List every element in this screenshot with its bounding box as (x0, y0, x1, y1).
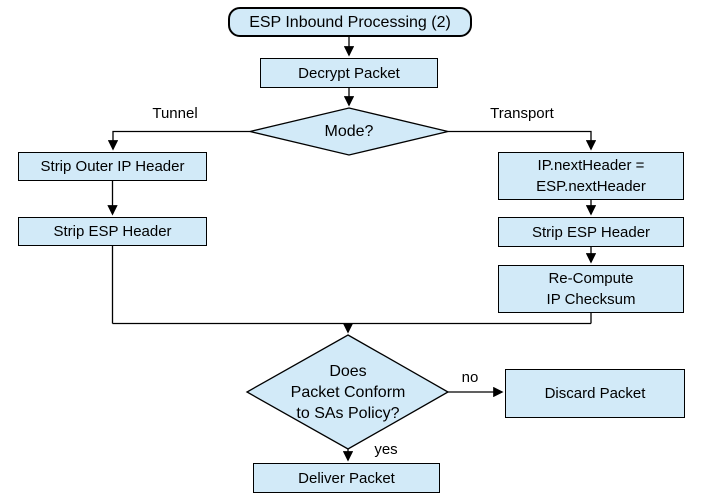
policy-decision-shape (245, 334, 450, 450)
edge-label-yes: yes (374, 441, 398, 458)
edge-label-transport: Transport (490, 105, 554, 122)
node-ip-nextheader-line2: ESP.nextHeader (536, 178, 646, 195)
node-strip-esp-header-transport-label: Strip ESP Header (531, 223, 651, 241)
node-recompute-line2: IP Checksum (546, 291, 636, 308)
node-start-label: ESP Inbound Processing (2) (249, 13, 451, 31)
node-ip-nextheader-assignment: IP.nextHeader = ESP.nextHeader (498, 152, 684, 200)
node-ip-nextheader-line1: IP.nextHeader = (537, 157, 645, 174)
edge-label-no: no (461, 369, 479, 386)
edge-mode-tunnel-branch (107, 130, 250, 151)
node-strip-esp-header-tunnel: Strip ESP Header (18, 217, 207, 246)
node-discard-packet-label: Discard Packet (544, 385, 646, 402)
edge-label-tunnel: Tunnel (152, 105, 198, 122)
node-strip-outer-ip-header-label: Strip Outer IP Header (40, 158, 185, 175)
node-recompute-line1: Re-Compute (548, 270, 634, 287)
node-strip-outer-ip-header: Strip Outer IP Header (18, 152, 207, 181)
mode-decision-shape (249, 107, 449, 156)
node-decrypt-packet: Decrypt Packet (260, 58, 438, 88)
node-deliver-packet: Deliver Packet (253, 463, 440, 493)
node-decrypt-packet-label: Decrypt Packet (298, 64, 400, 82)
node-start-terminator: ESP Inbound Processing (2) (228, 7, 472, 37)
node-recompute-ip-checksum: Re-Compute IP Checksum (498, 265, 684, 313)
node-deliver-packet-label: Deliver Packet (298, 469, 395, 487)
node-discard-packet: Discard Packet (505, 369, 685, 418)
node-strip-esp-header-tunnel-label: Strip ESP Header (53, 223, 172, 240)
node-strip-esp-header-transport: Strip ESP Header (498, 217, 684, 247)
edge-mode-transport-branch (448, 130, 597, 151)
